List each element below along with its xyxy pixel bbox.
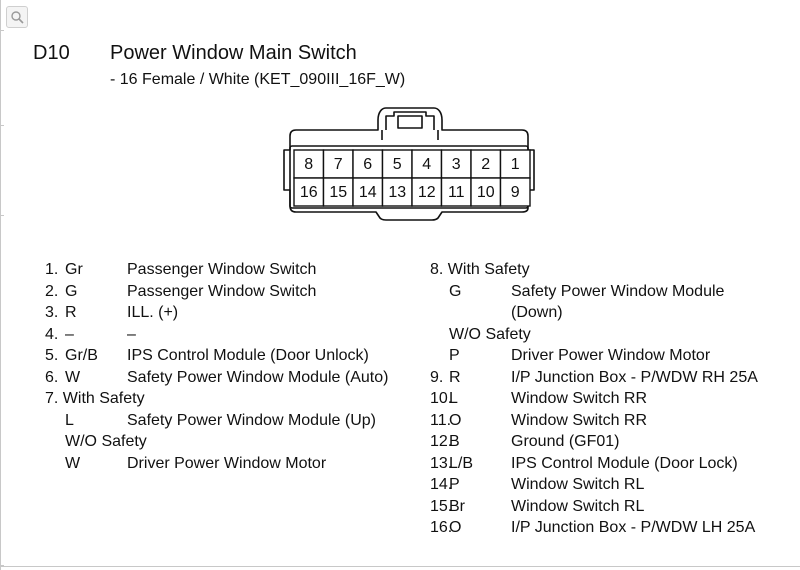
- pin8-with-desc: Safety Power Window Module: [511, 283, 725, 300]
- pin7-wo-color: W: [65, 455, 81, 472]
- pin-cavity: [322, 149, 354, 179]
- pin-number: 2.: [45, 283, 59, 300]
- pin-number: 14.: [430, 476, 453, 493]
- connector-subtitle: - 16 Female / White (KET_090III_16F_W): [110, 71, 406, 88]
- pin8-wo-heading: W/O Safety: [449, 326, 531, 343]
- pin-number: 1.: [45, 261, 59, 278]
- pin-number-label: 7: [334, 156, 343, 173]
- pin-number-label: 12: [418, 184, 436, 201]
- pin-number: 4.: [45, 326, 59, 343]
- pin7-wo-desc: Driver Power Window Motor: [127, 455, 327, 472]
- pin-number-label: 15: [329, 184, 347, 201]
- wire-color: Br: [449, 498, 465, 515]
- locking-latch: [397, 115, 423, 129]
- pin-description: Passenger Window Switch: [127, 261, 317, 278]
- wire-color: L/B: [449, 455, 474, 472]
- pin-description: ILL. (+): [127, 304, 179, 321]
- wire-color: Gr: [65, 261, 83, 278]
- pin8-heading: 8. With Safety: [430, 261, 530, 278]
- pin-number-label: 5: [393, 156, 402, 173]
- wire-color: L: [449, 390, 458, 407]
- pin-number: 12.: [430, 433, 453, 450]
- pin-cavity: [470, 149, 502, 179]
- magnifier-icon: [11, 11, 24, 24]
- pin7-with-color: L: [65, 412, 74, 429]
- pin-number: 15.: [430, 498, 453, 515]
- left-border-tick: [0, 565, 4, 566]
- left-border-tick: [0, 30, 4, 31]
- pin-number-label: 14: [359, 184, 377, 201]
- pin-number-label: 3: [452, 156, 461, 173]
- pin-description: Passenger Window Switch: [127, 283, 317, 300]
- pin-description: I/P Junction Box - P/WDW LH 25A: [511, 519, 756, 536]
- pin8-with-desc-cont: (Down): [511, 304, 563, 321]
- wire-color: O: [449, 412, 462, 429]
- page-title: Power Window Main Switch: [110, 42, 357, 64]
- pin-cavity: [499, 149, 531, 179]
- pin-description: –: [127, 326, 136, 343]
- pin-number-label: 6: [363, 156, 372, 173]
- pin-description: Window Switch RL: [511, 498, 645, 515]
- wire-color: W: [65, 369, 81, 386]
- pin-description: Ground (GF01): [511, 433, 620, 450]
- bottom-border: [0, 566, 800, 567]
- pin-cavity: [470, 177, 502, 207]
- latch-rails: [381, 130, 439, 140]
- wire-color: R: [449, 369, 461, 386]
- wire-color: G: [65, 283, 78, 300]
- pin-number: 5.: [45, 347, 59, 364]
- pin-number-label: 4: [422, 156, 431, 173]
- wire-color: B: [449, 433, 460, 450]
- pin-number-label: 8: [304, 156, 313, 173]
- pin8-wo-desc: Driver Power Window Motor: [511, 347, 711, 364]
- pin7-wo-heading: W/O Safety: [65, 433, 147, 450]
- wire-color: –: [65, 326, 74, 343]
- pin-number-label: 1: [511, 156, 520, 173]
- pin-number-label: 9: [511, 184, 520, 201]
- pin-description: IPS Control Module (Door Unlock): [127, 347, 369, 364]
- pin-cavity: [440, 177, 472, 207]
- pin-number-label: 11: [448, 184, 465, 201]
- wire-color: Gr/B: [65, 347, 98, 364]
- pin8-wo-color: P: [449, 347, 460, 364]
- pin7-heading: 7. With Safety: [45, 390, 145, 407]
- pin-cavity: [293, 149, 325, 179]
- pin-number: 9.: [430, 369, 444, 386]
- pin-cavity: [499, 177, 531, 207]
- pin8-with-color: G: [449, 283, 462, 300]
- connector-code: D10: [33, 42, 70, 64]
- pin-number-label: 10: [477, 184, 495, 201]
- pin7-with-desc: Safety Power Window Module (Up): [127, 412, 376, 429]
- left-border-tick: [0, 215, 4, 216]
- pin-number-label: 2: [481, 156, 490, 173]
- locking-tab: [385, 111, 435, 130]
- wire-color: R: [65, 304, 77, 321]
- pin-number: 10.: [430, 390, 453, 407]
- pin-cavity: [293, 177, 325, 207]
- wire-color: O: [449, 519, 462, 536]
- pin-cavity: [411, 177, 443, 207]
- pin-description: IPS Control Module (Door Lock): [511, 455, 738, 472]
- zoom-button[interactable]: [6, 6, 28, 28]
- pin-number: 11.: [430, 412, 452, 429]
- left-border: [0, 0, 1, 570]
- pin-cavity: [322, 177, 354, 207]
- pin-description: Window Switch RR: [511, 412, 648, 429]
- pin-description: Safety Power Window Module (Auto): [127, 369, 389, 386]
- pin-number: 13.: [430, 455, 453, 472]
- pin-description: Window Switch RR: [511, 390, 648, 407]
- pin-number-label: 13: [388, 184, 406, 201]
- pin-cavity: [381, 177, 413, 207]
- pin-number: 16.: [430, 519, 453, 536]
- pin-number: 3.: [45, 304, 59, 321]
- connector-diagram: 8 7 6 5 4 3 2 1 16 15 14 13 12 11 10 9: [283, 107, 535, 221]
- left-border-tick: [0, 125, 4, 126]
- pin-number-label: 16: [300, 184, 318, 201]
- pin-description: I/P Junction Box - P/WDW RH 25A: [511, 369, 758, 386]
- wire-color: P: [449, 476, 460, 493]
- pin-description: Window Switch RL: [511, 476, 645, 493]
- pin-number: 6.: [45, 369, 59, 386]
